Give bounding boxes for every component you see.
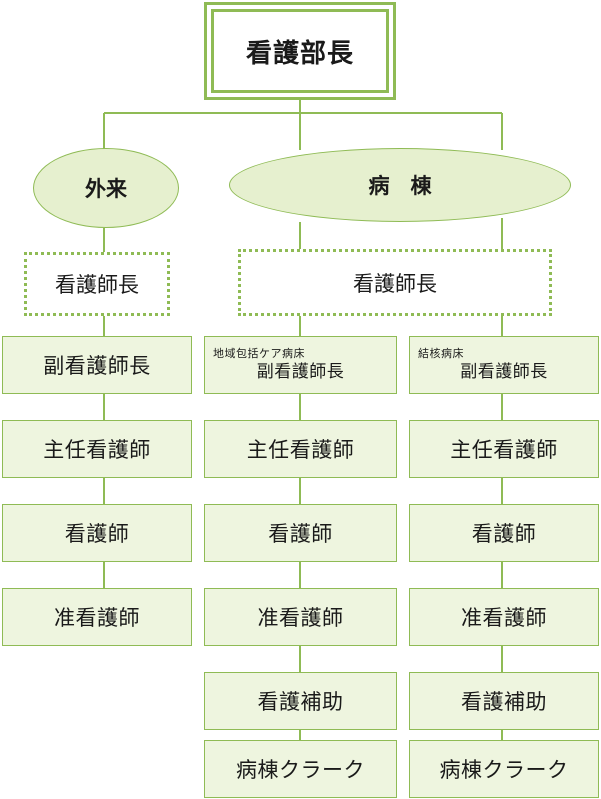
role-label: 看護師 [268,522,333,546]
role-label: 病棟クラーク [439,758,569,782]
community-care-deputy-box: 地域包括ケア病床 副看護師長 [204,336,397,394]
role-label: 准看護師 [461,606,547,630]
community-care-deputy-label: 副看護師長 [256,362,345,382]
community-care-role-box: 看護師 [204,504,397,562]
role-label: 主任看護師 [246,438,355,462]
outpatient-role-box: 副看護師長 [2,336,192,394]
outpatient-head-nurse-label: 看護師長 [55,273,139,297]
role-label: 准看護師 [257,606,344,630]
tuberculosis-role-box: 看護補助 [409,672,599,730]
ward-head-nurse-label: 看護師長 [353,271,437,296]
community-care-role-box: 准看護師 [204,588,397,646]
director-box: 看護部長 [204,2,396,100]
community-care-unit-label: 地域包括ケア病床 [213,347,305,360]
role-label: 副看護師長 [43,354,151,378]
ward-head-nurse-box: 看護師長 [238,249,552,316]
outpatient-role-box: 看護師 [2,504,192,562]
tuberculosis-deputy-box: 結核病床 副看護師長 [409,336,599,394]
outpatient-head-nurse-box: 看護師長 [24,252,170,316]
role-label: 看護師 [64,522,130,546]
outpatient-role-box: 准看護師 [2,588,192,646]
tuberculosis-deputy-label: 副看護師長 [460,362,548,382]
tuberculosis-role-box: 病棟クラーク [409,740,599,798]
role-label: 准看護師 [54,606,140,630]
role-label: 主任看護師 [450,438,558,462]
tuberculosis-unit-label: 結核病床 [418,347,464,360]
community-care-role-box: 病棟クラーク [204,740,397,798]
role-label: 看護補助 [461,690,547,714]
tuberculosis-role-box: 准看護師 [409,588,599,646]
role-label: 看護師 [471,522,537,546]
outpatient-label: 外来 [85,177,127,201]
director-label: 看護部長 [211,9,389,93]
tuberculosis-role-box: 主任看護師 [409,420,599,478]
outpatient-role-box: 主任看護師 [2,420,192,478]
role-label: 主任看護師 [43,438,151,462]
ward-label: 病 棟 [368,174,432,198]
outpatient-ellipse: 外来 [33,148,179,228]
community-care-role-box: 主任看護師 [204,420,397,478]
role-label: 病棟クラーク [236,758,365,782]
tuberculosis-role-box: 看護師 [409,504,599,562]
community-care-role-box: 看護補助 [204,672,397,730]
ward-ellipse: 病 棟 [229,148,571,222]
role-label: 看護補助 [257,690,344,714]
